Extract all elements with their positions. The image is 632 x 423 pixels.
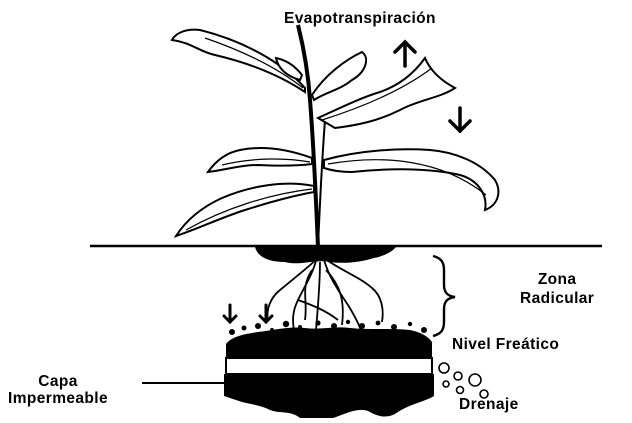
water-table-band bbox=[226, 358, 432, 374]
gravel-layer bbox=[226, 320, 432, 360]
plant bbox=[172, 25, 498, 247]
drainage-label: Drenaje bbox=[459, 397, 519, 413]
evapotranspiration-label: Evapotranspiración bbox=[284, 11, 436, 27]
arrow-up-icon bbox=[395, 42, 415, 66]
leaf-mid-right bbox=[324, 149, 498, 210]
leaf-top-right bbox=[312, 52, 366, 100]
water-table-label: Nivel Freático bbox=[452, 337, 559, 353]
impermeable-layer-label: Capa Impermeable bbox=[8, 373, 108, 407]
arrow-down-icon bbox=[450, 108, 470, 131]
impermeable-layer bbox=[224, 374, 434, 418]
impermeable-label-line1: Capa bbox=[8, 373, 108, 390]
impermeable-label-line2: Impermeable bbox=[8, 390, 108, 407]
surface-soil-patch bbox=[255, 247, 396, 263]
drainage-bubbles bbox=[439, 363, 488, 398]
root-zone-label-line1: Zona bbox=[520, 270, 594, 289]
root-zone-label-line2: Radicular bbox=[520, 289, 594, 308]
root-zone-brace bbox=[433, 256, 455, 336]
plant-stem bbox=[298, 25, 318, 247]
infiltration-arrow-icon bbox=[224, 305, 272, 322]
root-zone-label: Zona Radicular bbox=[520, 270, 594, 308]
